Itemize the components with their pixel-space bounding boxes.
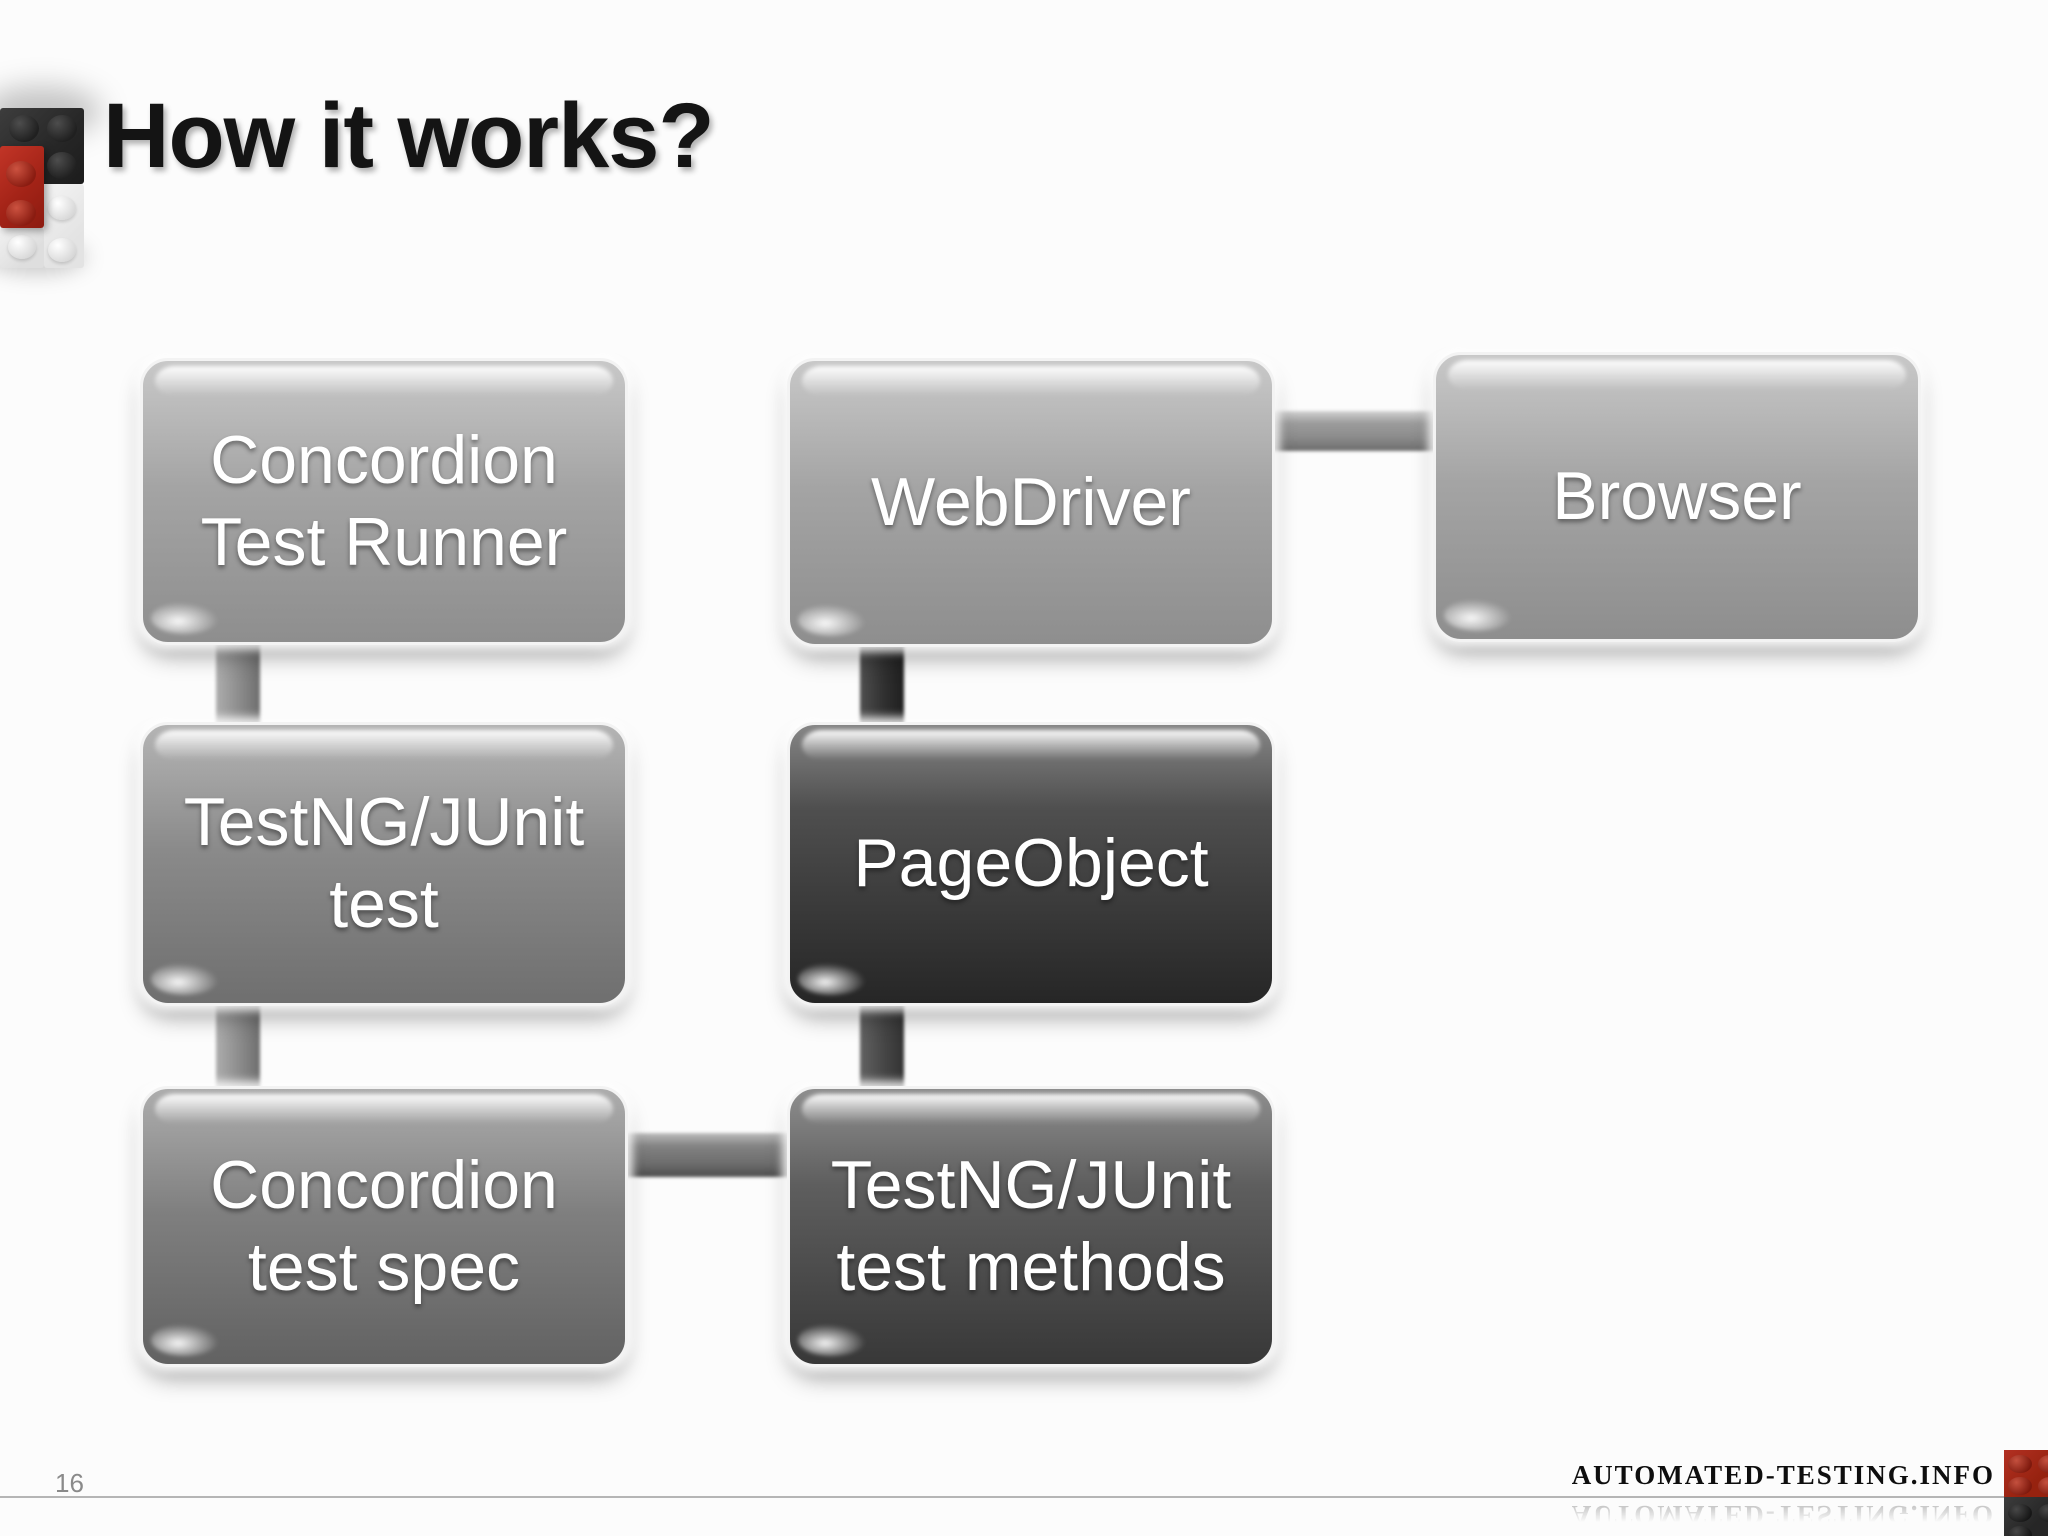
lego-brick-black-icon [0, 108, 84, 184]
page-number: 16 [55, 1468, 84, 1498]
connector-pageobject-to-methods [860, 998, 904, 1092]
lego-brick-red-icon [0, 146, 44, 228]
diagram-box-testng-junit-test-methods: TestNG/JUnit test methods [787, 1086, 1275, 1367]
lego-stud-icon [2038, 1504, 2048, 1522]
connector-runner-to-test [216, 636, 260, 730]
lego-stud-icon [2038, 1455, 2048, 1473]
lego-stud-icon [47, 152, 77, 179]
box-label: TestNG/JUnit test methods [830, 1146, 1232, 1305]
footer-brand: AUTOMATED-TESTING.INFO [1571, 1460, 1995, 1490]
lego-stud-icon [2038, 1477, 2048, 1495]
diagram-box-concordion-test-runner: Concordion Test Runner [140, 358, 628, 645]
diagram-box-testng-junit-test: TestNG/JUnit test [140, 722, 628, 1006]
connector-test-to-spec [216, 998, 260, 1092]
slide-title: How it works? [103, 85, 715, 187]
lego-stud-icon [2008, 1504, 2032, 1522]
footer-divider [0, 1496, 2048, 1498]
lego-stud-icon [47, 115, 77, 142]
box-label: Browser [1552, 458, 1802, 535]
footer-lego-black-brick-icon [2004, 1497, 2048, 1536]
lego-stud-icon [2008, 1455, 2032, 1473]
lego-brick-white-icon [0, 228, 44, 268]
connector-spec-to-methods [618, 1133, 794, 1177]
connector-webdriver-to-browser [1262, 411, 1438, 451]
box-label: Concordion Test Runner [200, 421, 568, 580]
box-label: PageObject [853, 825, 1209, 902]
box-label: Concordion test spec [210, 1146, 558, 1305]
diagram-box-webdriver: WebDriver [787, 358, 1275, 647]
lego-brick-white-icon [44, 184, 84, 268]
lego-stud-icon [48, 196, 76, 220]
lego-stud-icon [9, 115, 39, 142]
box-label: WebDriver [871, 463, 1191, 540]
footer-lego-red-brick-icon [2004, 1450, 2048, 1497]
lego-stud-icon [6, 200, 36, 226]
box-label: TestNG/JUnit test [183, 784, 585, 942]
connector-webdriver-to-pageobject [860, 640, 904, 728]
lego-logo-icon [0, 0, 110, 290]
corner-lego-icon [2002, 1450, 2048, 1536]
diagram-box-pageobject: PageObject [787, 722, 1275, 1006]
lego-stud-icon [48, 238, 76, 262]
lego-stud-icon [2008, 1526, 2032, 1536]
footer-brand-reflection: AUTOMATED-TESTING.INFO [1571, 1500, 1995, 1530]
diagram-box-browser: Browser [1433, 352, 1921, 642]
lego-stud-icon [6, 161, 36, 187]
diagram-box-concordion-test-spec: Concordion test spec [140, 1086, 628, 1367]
lego-stud-icon [8, 235, 36, 259]
lego-stud-icon [2008, 1477, 2032, 1495]
